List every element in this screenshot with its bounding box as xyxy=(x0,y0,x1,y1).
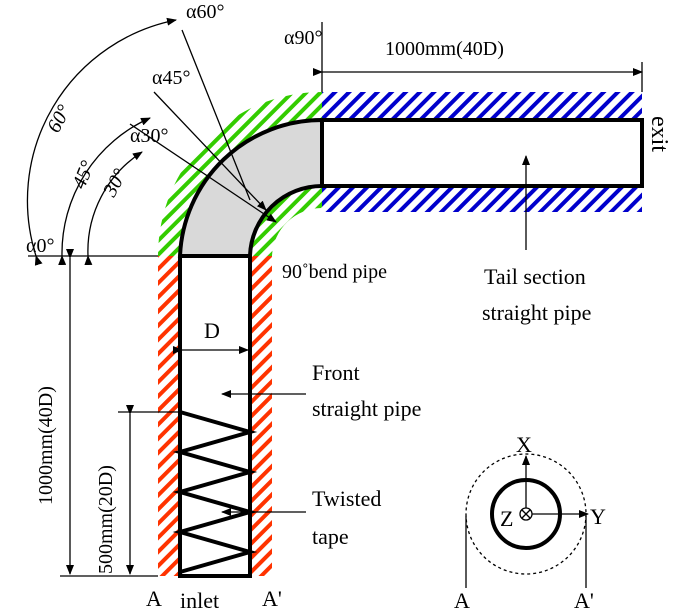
z-axis-label: Z xyxy=(500,506,513,531)
angle-label-a45: α45° xyxy=(152,67,190,89)
tail-label-line2: straight pipe xyxy=(482,300,591,325)
tail-pipe-wall-bottom xyxy=(322,186,642,212)
tail-length-label: 1000mm(40D) xyxy=(385,38,504,60)
angle-label-a0: α0° xyxy=(26,235,54,257)
inlet-label: inlet xyxy=(180,588,219,612)
bend-pipe-label: 90˚bend pipe xyxy=(282,261,387,283)
front-label-line2: straight pipe xyxy=(312,396,421,421)
twisted-tape xyxy=(172,410,258,574)
section-A-right: A xyxy=(454,588,470,612)
angle-guides xyxy=(26,17,323,266)
front-length-label: 1000mm(40D) xyxy=(35,386,57,505)
front-pipe-wall-left xyxy=(158,256,180,576)
angle-label-a30: α30° xyxy=(130,125,168,147)
exit-label: exit xyxy=(646,116,672,152)
tape-label-line1: Twisted xyxy=(312,486,381,511)
front-pipe-wall-right xyxy=(250,256,272,576)
tape-label-line2: tape xyxy=(312,524,349,549)
section-A-prime-left: A' xyxy=(262,586,282,611)
cross-section-view xyxy=(465,453,589,588)
angle-degree-45: 45° xyxy=(68,158,99,192)
arc-60 xyxy=(26,17,177,266)
angle-label-a60: α60° xyxy=(186,1,224,23)
section-A-left: A xyxy=(146,586,162,611)
section-A-prime-right: A' xyxy=(574,588,594,612)
tail-pipe xyxy=(320,92,644,212)
angle-degree-60: 60° xyxy=(43,101,76,136)
tail-pipe-bore xyxy=(320,118,644,188)
angle-degree-30: 30° xyxy=(99,165,132,201)
tail-pipe-wall-top xyxy=(322,92,642,120)
y-axis-label: Y xyxy=(590,504,606,529)
front-length-dimension xyxy=(60,249,158,577)
bend-interior xyxy=(177,117,324,258)
angle-label-a90: α90° xyxy=(284,27,322,49)
tape-length-dimension xyxy=(118,405,180,575)
tail-dimension xyxy=(313,62,643,92)
tape-length-label: 500mm(20D) xyxy=(95,465,117,574)
diameter-label: D xyxy=(204,318,220,343)
front-pipe xyxy=(158,254,272,578)
front-label-line1: Front xyxy=(312,360,360,385)
z-axis-marker-cross-2 xyxy=(521,509,531,519)
x-axis-label: X xyxy=(516,432,532,457)
a60-ray xyxy=(181,29,251,201)
tail-label-line1: Tail section xyxy=(484,264,586,289)
